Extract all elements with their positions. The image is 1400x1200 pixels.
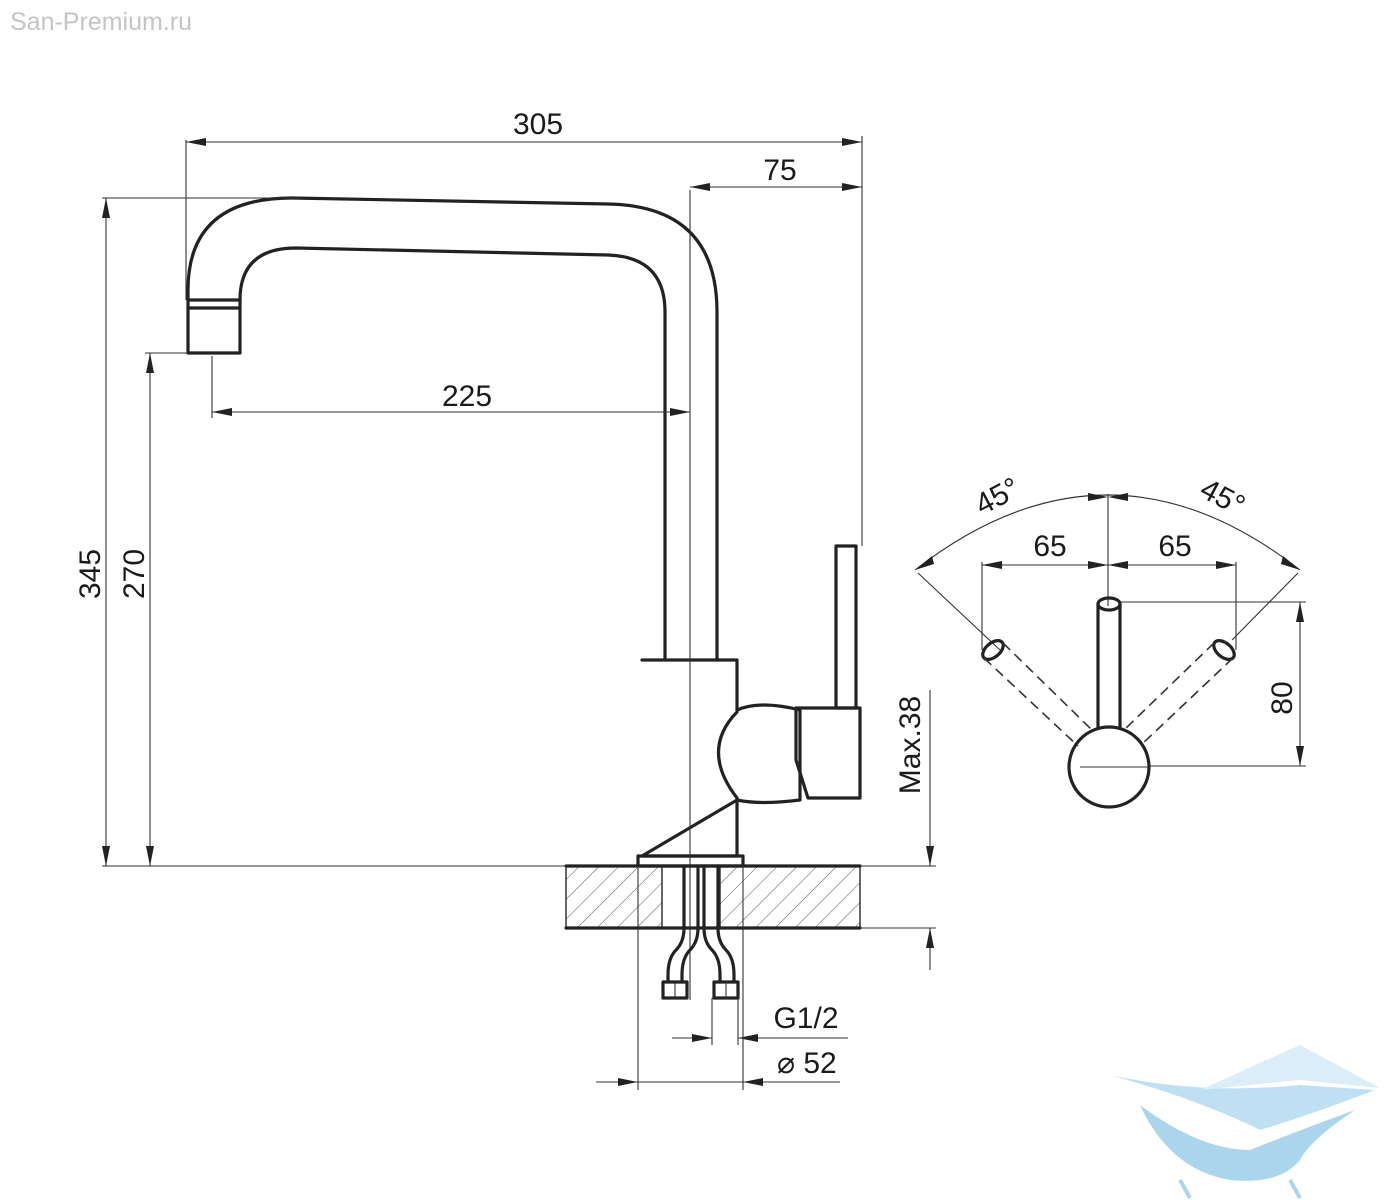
handle-lever [834,544,858,710]
handle-neck [735,703,802,805]
dim-diameter-symbol: ⌀ [777,1047,795,1080]
dim-lever-left: 65 [1033,530,1066,563]
supply-hoses [661,864,740,1000]
dim-lever-right: 65 [1158,530,1191,563]
dim-lever-height: 80 [1266,681,1299,714]
dim-max-countertop: Max.38 [894,696,927,794]
dim-spout-reach: 225 [442,380,492,413]
body-curve [717,710,739,800]
dim-spout-offset: 75 [763,154,796,187]
dim-total-height: 345 [74,549,107,599]
dim-thread: G1/2 [773,1002,838,1035]
handle-base [794,706,862,800]
dim-spout-height: 270 [118,549,151,599]
watermark-text: San-Premium.ru [10,8,192,36]
spout-aerator [186,298,242,355]
dim-angle-right: 45° [1195,472,1251,522]
dimension-lines [102,136,936,1090]
dim-base-diameter: 52 [803,1047,836,1080]
bathtub-logo-icon [1110,1045,1380,1199]
spout-inner-edge [238,246,667,662]
dim-angle-left: 45° [970,471,1026,521]
countertop-section [564,864,862,930]
faucet-top-view [914,493,1306,809]
spout-outer-edge [186,196,719,662]
dim-overall-length: 305 [513,108,563,141]
